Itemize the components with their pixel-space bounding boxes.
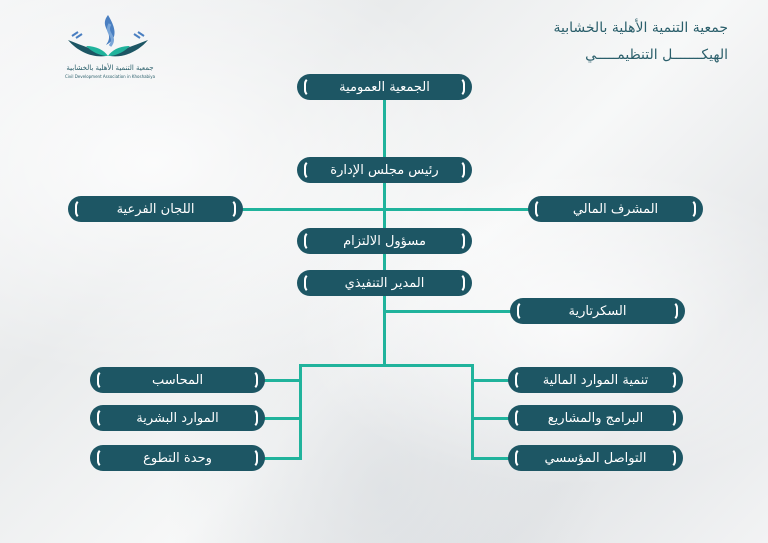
page-title: الهيكـــــــل التنظيمـــــي [585, 47, 728, 63]
connector-left-vertical [299, 364, 302, 460]
connector-left-3 [263, 457, 301, 460]
node-board-chairman: رئيس مجلس الإدارة [297, 157, 472, 183]
node-accountant: المحاسب [90, 367, 265, 393]
node-executive-director: المدير التنفيذي [297, 270, 472, 296]
node-human-resources: الموارد البشرية [90, 405, 265, 431]
connector-right-3 [471, 457, 510, 460]
logo-emblem-icon [68, 15, 148, 57]
logo-name-en: Civil Development Association in Khoshab… [64, 74, 156, 79]
node-general-assembly: الجمعية العمومية [297, 74, 472, 100]
node-financial-supervisor: المشرف المالي [528, 196, 703, 222]
connector-left-1 [263, 379, 301, 382]
node-compliance-officer: مسؤول الالتزام [297, 228, 472, 254]
connector-departments-horizontal [299, 364, 474, 367]
connector-right-vertical [471, 364, 474, 460]
connector-right-2 [471, 417, 510, 420]
node-financial-resources-development: تنمية الموارد المالية [508, 367, 683, 393]
node-programs-projects: البرامج والمشاريع [508, 405, 683, 431]
connector-right-1 [471, 379, 510, 382]
node-volunteering-unit: وحدة التطوع [90, 445, 265, 471]
node-secretariat: السكرتارية [510, 298, 685, 324]
logo-name-ar: جمعية التنمية الأهلية بالخشابية [66, 64, 154, 72]
node-institutional-communication: التواصل المؤسسي [508, 445, 683, 471]
org-name: جمعية التنمية الأهلية بالخشابية [553, 20, 728, 36]
connector-secretariat [384, 310, 512, 313]
connector-board-horizontal [240, 208, 530, 211]
connector-left-2 [263, 417, 301, 420]
node-sub-committees: اللجان الفرعية [68, 196, 243, 222]
